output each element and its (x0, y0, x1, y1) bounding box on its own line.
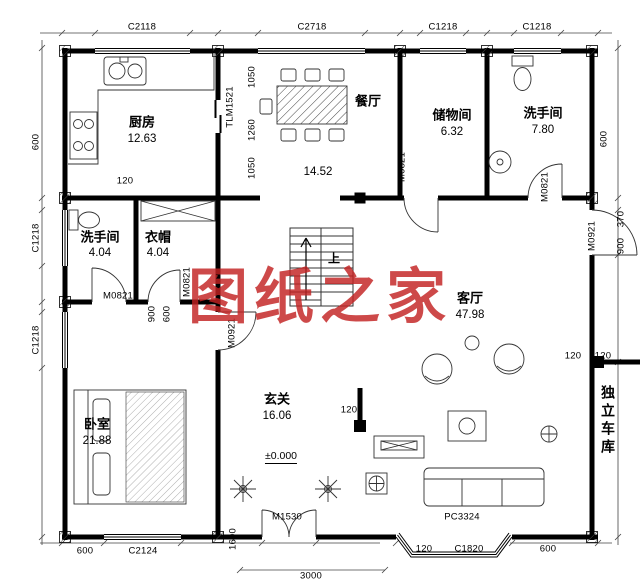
bathroom-fixtures (68, 55, 534, 231)
dim-right: 120 (594, 350, 612, 362)
room-label: 衣帽 (144, 229, 172, 245)
dim-interior: 1050 (246, 66, 258, 88)
dim-bottom: 120 (415, 543, 433, 555)
dim-top: C2718 (297, 21, 327, 33)
entry-plants (230, 476, 341, 502)
dim-interior: 1260 (246, 119, 258, 141)
dining-furniture (259, 68, 348, 142)
room-label: 洗手间 (80, 229, 120, 245)
room-area-label: 21.88 (82, 435, 112, 447)
dim-bottom: 1600 (227, 528, 239, 550)
dim-top: C1218 (428, 21, 458, 33)
garage-label: 独立车库 (600, 385, 616, 457)
dim-interior: 120 (340, 404, 358, 416)
room-label: 洗手间 (523, 105, 563, 121)
dim-right: 120 (564, 350, 582, 362)
room-label: 餐厅 (354, 93, 382, 109)
opening-code: PC3324 (444, 511, 480, 523)
room-area-label: 16.06 (262, 410, 292, 422)
dim-right: 600 (598, 130, 610, 148)
room-area-label: 7.80 (531, 124, 555, 136)
columns (354, 192, 604, 432)
dim-left: C1218 (30, 223, 42, 253)
doors (91, 163, 638, 538)
dim-top: C1218 (522, 21, 552, 33)
room-area-label: 47.98 (455, 309, 485, 321)
dim-top: C2118 (127, 21, 157, 33)
living-furniture (365, 335, 558, 507)
dim-right: 900 (615, 237, 627, 255)
opening-code: TLM1521 (224, 86, 236, 128)
opening-code: M0821 (396, 151, 408, 183)
room-area-label: 12.63 (127, 133, 157, 145)
stairs (289, 227, 354, 307)
opening-code: M1530 (271, 511, 303, 523)
dim-bottom: 3000 (300, 570, 322, 582)
dim-bottom: 600 (76, 545, 94, 557)
dim-interior: 600 (161, 305, 173, 323)
dim-left: C1218 (30, 325, 42, 355)
dimension-lines (38, 29, 622, 574)
dim-bottom: C1820 (454, 543, 484, 555)
watermark: 图纸之家 (188, 264, 452, 331)
level-mark: ±0.000 (264, 450, 298, 464)
windows (62, 48, 561, 558)
room-label: 卧室 (83, 416, 111, 432)
dim-interior: 120 (116, 175, 134, 187)
opening-code: M0921 (586, 220, 598, 252)
room-area-label: 6.32 (440, 126, 464, 138)
dim-left: 600 (30, 133, 42, 151)
wall-posts (59, 45, 598, 543)
room-area-label: 4.04 (88, 247, 112, 259)
room-area-label: 4.04 (146, 247, 170, 259)
bedroom-furniture (73, 389, 187, 505)
room-label: 玄关 (263, 391, 291, 407)
dim-bottom: 600 (539, 543, 557, 555)
kitchen-furniture (68, 54, 215, 165)
room-area-label: 14.52 (303, 166, 333, 178)
dim-bottom: C2124 (128, 545, 158, 557)
opening-code: M0821 (539, 171, 551, 203)
dim-interior: 1050 (246, 157, 258, 179)
room-label: 厨房 (128, 114, 156, 130)
room-label: 客厅 (456, 290, 484, 306)
dim-interior: 900 (146, 305, 158, 323)
opening-code: M0821 (102, 290, 134, 302)
stairs-up-label: 上 (327, 251, 341, 266)
room-label: 储物间 (432, 107, 472, 123)
dim-right: 370 (615, 210, 627, 228)
